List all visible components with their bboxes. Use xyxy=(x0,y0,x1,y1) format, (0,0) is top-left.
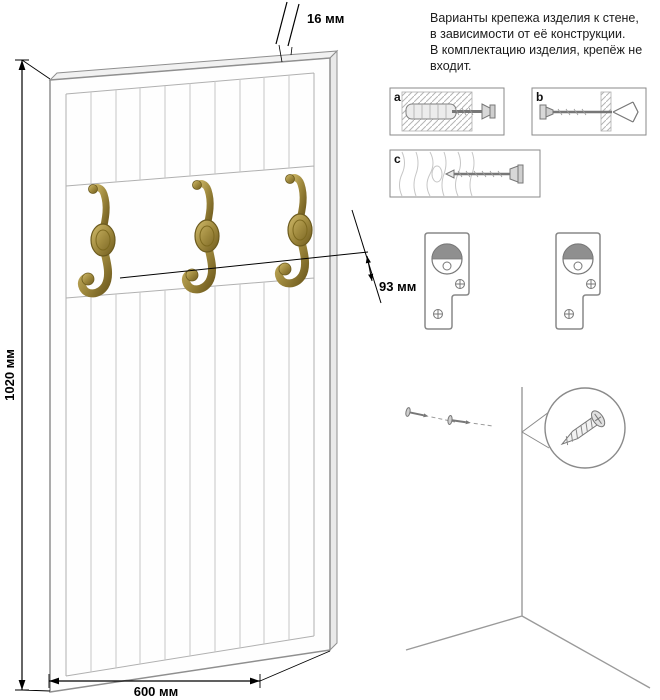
height-extension-ticks xyxy=(15,59,51,692)
width-dimension-label: 600 мм xyxy=(134,684,179,699)
panel-side-edge xyxy=(329,49,338,652)
note-line: Варианты крепежа изделия к стене, xyxy=(430,11,639,25)
note-line: В комплектацию изделия, крепёж не xyxy=(430,43,642,57)
thickness-ticks xyxy=(275,1,300,47)
dowel-anchor-icon xyxy=(401,91,496,132)
fastener-option-b-label: b xyxy=(536,90,543,104)
fastener-option-b: b xyxy=(531,87,647,136)
wall-corner-illustration xyxy=(405,387,651,689)
magnifier-leader-lines xyxy=(521,411,550,449)
dimension-width: 600 мм xyxy=(48,650,331,699)
thickness-dimension-label: 16 мм xyxy=(307,11,344,26)
keyhole-bracket-icon xyxy=(424,232,470,330)
dimension-thickness: 16 мм xyxy=(275,1,344,63)
screw-icon xyxy=(447,415,494,427)
screw-icon xyxy=(405,407,456,423)
note-line: в зависимости от её конструкции. xyxy=(430,27,625,41)
fastener-option-c: c xyxy=(389,149,541,198)
wood-screw-icon xyxy=(399,151,524,197)
hook-offset-arrow xyxy=(365,255,374,282)
keyhole-bracket-icon xyxy=(555,232,601,330)
hook-baseline xyxy=(119,251,369,279)
fastener-note: Варианты крепежа изделия к стене, в зави… xyxy=(430,11,642,73)
height-dimension-label: 1020 мм xyxy=(2,349,17,401)
wall-corner-lines xyxy=(405,387,651,689)
dimension-hook-offset: 93 мм xyxy=(119,209,416,304)
hook-offset-label: 93 мм xyxy=(379,279,416,294)
panel-drawing xyxy=(48,49,339,693)
fastener-option-a: a xyxy=(389,87,505,136)
note-line: входит. xyxy=(430,59,472,73)
fastener-option-a-label: a xyxy=(394,90,401,104)
screw-closeup-icon xyxy=(560,410,606,446)
dimension-height: 1020 мм xyxy=(2,59,51,692)
width-extension-ticks xyxy=(48,650,331,688)
thickness-extension-lines xyxy=(278,44,293,63)
cavity-anchor-icon xyxy=(539,91,639,132)
fastener-option-c-label: c xyxy=(394,152,401,166)
hook-offset-extension-line xyxy=(351,209,382,304)
screw-detail-magnifier xyxy=(544,387,626,469)
panel-plank-grooves xyxy=(90,75,290,672)
